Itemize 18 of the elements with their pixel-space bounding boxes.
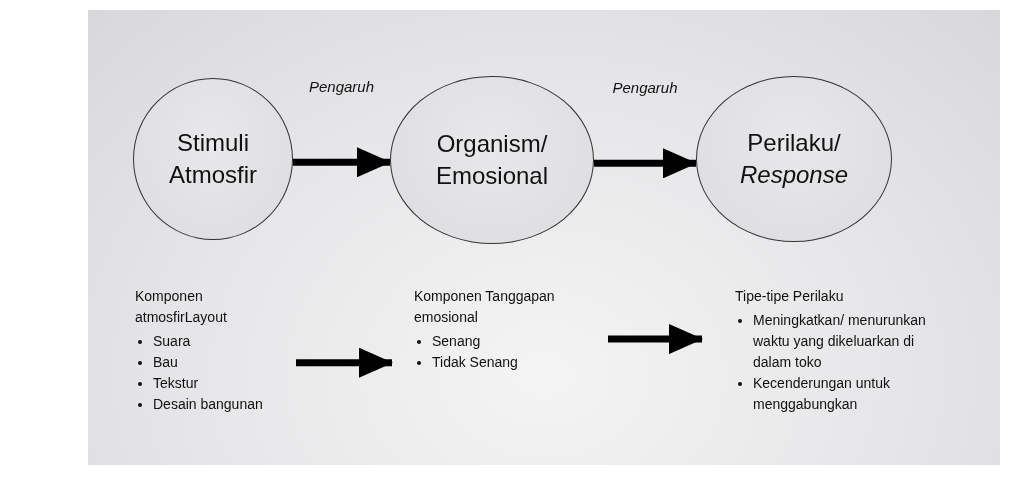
bullet-item: Tidak Senang bbox=[414, 352, 608, 373]
block-heading: Komponen Tanggapan emosional bbox=[414, 287, 556, 327]
edge-label: Pengaruh bbox=[308, 78, 375, 96]
node-label: Stimuli Atmosfir bbox=[168, 128, 258, 190]
bullet-item: Kecenderungan untuk menggabungkan bbox=[735, 373, 942, 415]
node-label: Perilaku/ Response bbox=[738, 128, 850, 190]
bullet-item: Suara bbox=[135, 331, 296, 352]
node-label: Organism/ Emosional bbox=[434, 129, 550, 191]
block-heading: Tipe-tipe Perilaku bbox=[735, 287, 845, 306]
bullet-item: Senang bbox=[414, 331, 608, 352]
arrow bbox=[594, 148, 697, 179]
bullet-item: Desain bangunan bbox=[135, 394, 296, 415]
edge-label: Pengaruh bbox=[612, 79, 678, 97]
bullet-item: Tekstur bbox=[135, 373, 296, 394]
block-heading: Komponen atmosfirLayout bbox=[135, 287, 228, 327]
arrow bbox=[293, 147, 391, 178]
bullet-item: Meningkatkan/ menurunkan waktu yang dikeluarkan di dalam toko bbox=[735, 310, 942, 373]
bullet-item: Bau bbox=[135, 352, 296, 373]
